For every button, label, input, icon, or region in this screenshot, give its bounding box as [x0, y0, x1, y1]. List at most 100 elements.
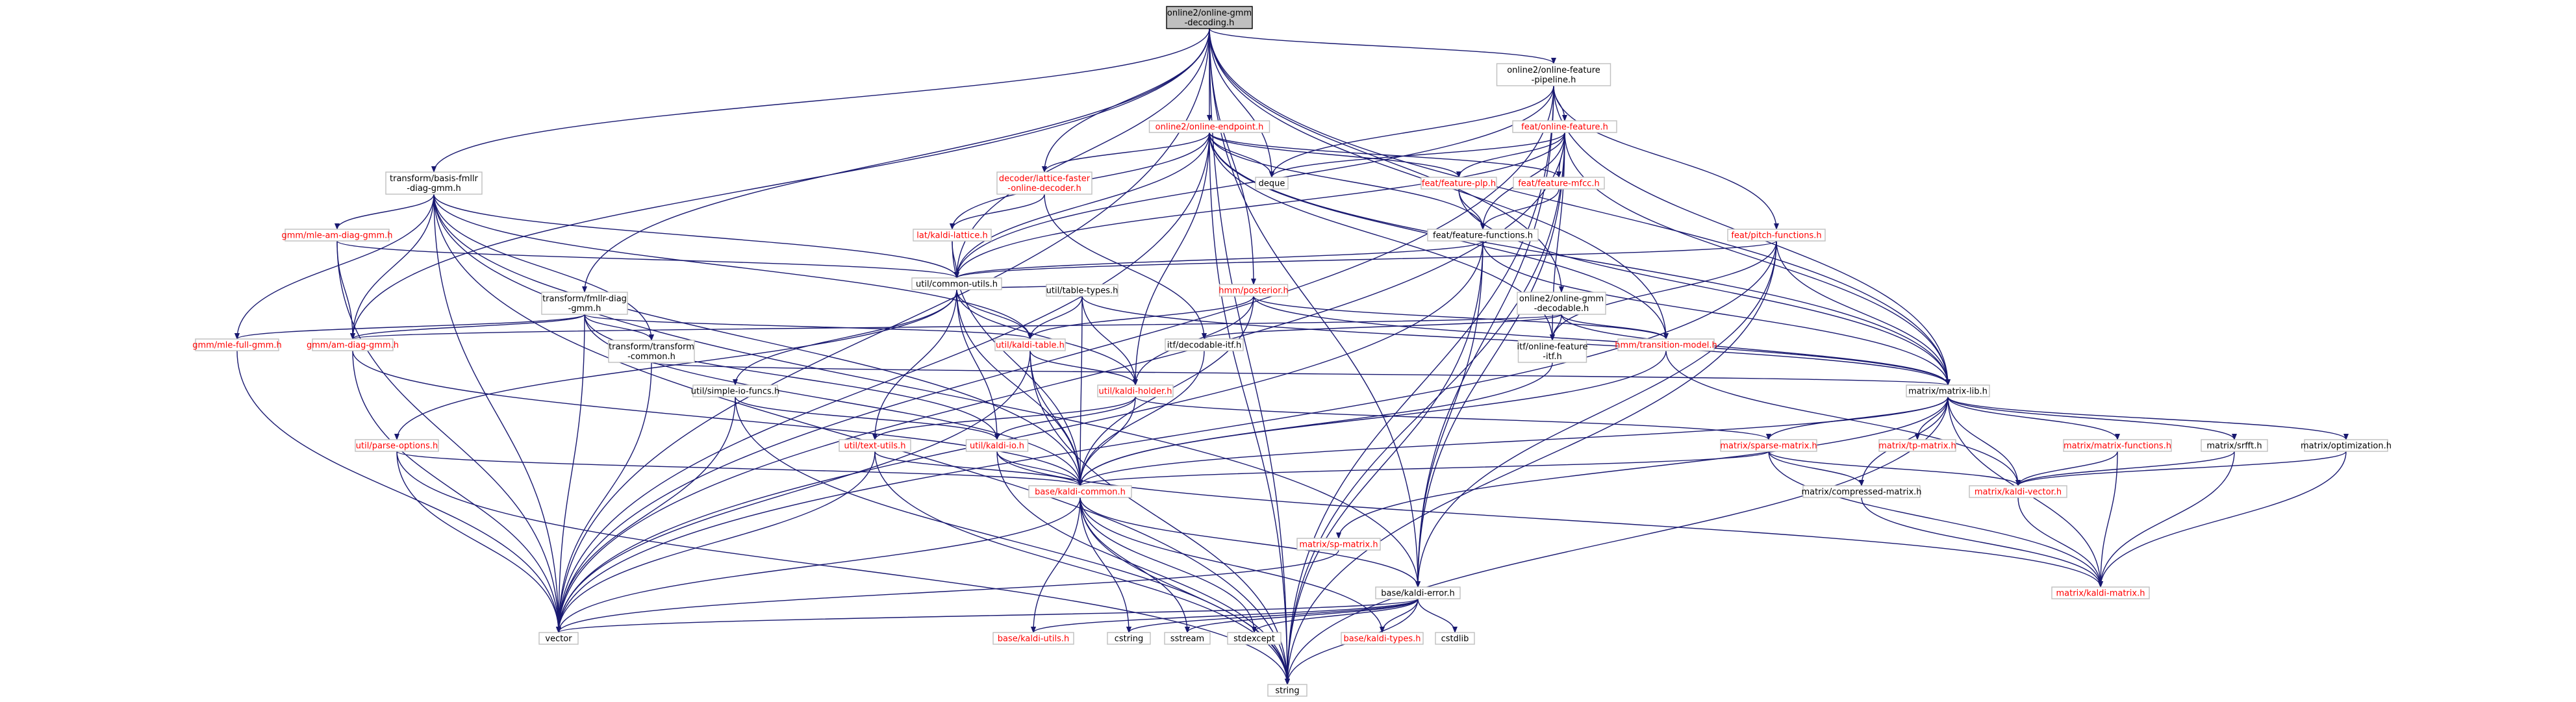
- node-itf-online[interactable]: itf/online-feature-itf.h: [1517, 340, 1588, 363]
- node-deque[interactable]: deque: [1255, 177, 1289, 190]
- node-lattice-faster[interactable]: decoder/lattice-faster-online-decoder.h: [996, 171, 1092, 195]
- node-table-types[interactable]: util/table-types.h: [1046, 284, 1118, 297]
- node-sstream[interactable]: sstream: [1164, 632, 1211, 645]
- node-vector[interactable]: vector: [538, 632, 579, 645]
- node-parse-options[interactable]: util/parse-options.h: [355, 439, 439, 452]
- edge-online_endpoint-to-deque: [1209, 132, 1274, 178]
- node-online-endpoint[interactable]: online2/online-endpoint.h: [1148, 120, 1270, 133]
- edge-basis_fmllr-to-am_diag: [350, 194, 435, 340]
- node-kaldi-error[interactable]: base/kaldi-error.h: [1375, 586, 1461, 599]
- node-matrix-functions[interactable]: matrix/matrix-functions.h: [2063, 439, 2172, 452]
- node-mle-full[interactable]: gmm/mle-full-gmm.h: [192, 338, 282, 351]
- node-text-utils[interactable]: util/text-utils.h: [839, 439, 911, 452]
- node-label: util/common-utils.h: [916, 280, 998, 290]
- edge-kaldi_common-to-kaldi_types: [1080, 497, 1385, 633]
- node-kaldi-utils[interactable]: base/kaldi-utils.h: [992, 632, 1074, 645]
- node-itf-decodable[interactable]: itf/decodable-itf.h: [1165, 338, 1244, 351]
- edge-optimization-to-kaldi_matrix: [2098, 451, 2347, 588]
- node-box: [2201, 439, 2268, 452]
- edge-root-to-feature_pipeline: [1209, 28, 1556, 64]
- node-optimization[interactable]: matrix/optimization.h: [2301, 439, 2392, 452]
- edge-basis_fmllr-to-kaldi_common: [433, 194, 1083, 486]
- edge-feature_pipeline-to-deque: [1269, 85, 1554, 178]
- node-label: -decoding.h: [1185, 18, 1235, 28]
- node-box: [1165, 338, 1244, 351]
- node-compressed-matrix[interactable]: matrix/compressed-matrix.h: [1801, 485, 1922, 498]
- node-box: [1375, 586, 1461, 599]
- edge-fmllr_diag-to-kaldi_table: [584, 314, 1033, 340]
- edge-mle_full-to-vector: [236, 350, 561, 633]
- node-feature-plp[interactable]: feat/feature-plp.h: [1421, 177, 1497, 190]
- node-transition-model[interactable]: hmm/transition-model.h: [1615, 338, 1717, 351]
- node-feature-pipeline[interactable]: online2/online-feature-pipeline.h: [1496, 63, 1611, 86]
- edge-common_utils-to-kaldi_common: [956, 289, 1083, 486]
- edge-table_types-to-matrix_lib: [1081, 295, 1951, 386]
- node-kaldi-matrix[interactable]: matrix/kaldi-matrix.h: [2051, 586, 2150, 599]
- node-box: [195, 338, 279, 351]
- edge-kaldi_common-to-kaldi_error: [1080, 497, 1421, 588]
- edge-sparse_matrix-to-compressed_matrix: [1768, 451, 1864, 486]
- node-kaldi-lattice[interactable]: lat/kaldi-lattice.h: [913, 229, 992, 242]
- node-srfft[interactable]: matrix/srfft.h: [2201, 439, 2268, 452]
- node-matrix-lib[interactable]: matrix/matrix-lib.h: [1906, 384, 1990, 397]
- node-box: [913, 229, 992, 242]
- node-label: matrix/optimization.h: [2301, 442, 2392, 451]
- node-kaldi-types[interactable]: base/kaldi-types.h: [1341, 632, 1424, 645]
- node-tp-matrix[interactable]: matrix/tp-matrix.h: [1878, 439, 1956, 452]
- node-label: sstream: [1170, 634, 1204, 644]
- node-kaldi-io[interactable]: util/kaldi-io.h: [965, 439, 1029, 452]
- node-box: [538, 632, 579, 645]
- edge-kaldi_holder-to-kaldi_common: [1078, 396, 1136, 486]
- node-label: itf/decodable-itf.h: [1167, 341, 1242, 351]
- node-cstring[interactable]: cstring: [1107, 632, 1151, 645]
- node-box: [1097, 384, 1174, 397]
- node-pitch-functions[interactable]: feat/pitch-functions.h: [1727, 229, 1826, 242]
- node-box: [355, 439, 439, 452]
- node-box: [1617, 338, 1715, 351]
- node-simple-io[interactable]: util/simple-io-funcs.h: [691, 384, 779, 397]
- node-cstdlib[interactable]: cstdlib: [1435, 632, 1475, 645]
- node-label: -decodable.h: [1534, 304, 1589, 314]
- node-posterior[interactable]: hmm/posterior.h: [1219, 284, 1289, 297]
- edge-transition_model-to-kaldi_vector: [1665, 350, 2021, 486]
- node-common-utils[interactable]: util/common-utils.h: [911, 277, 1002, 290]
- edge-kaldi_error-to-vector: [556, 598, 1419, 633]
- node-label: util/simple-io-funcs.h: [691, 387, 779, 397]
- node-label: util/text-utils.h: [844, 442, 906, 451]
- node-label: util/kaldi-holder.h: [1099, 387, 1172, 397]
- node-kaldi-common[interactable]: base/kaldi-common.h: [1028, 485, 1132, 498]
- node-mle-am[interactable]: gmm/mle-am-diag-gmm.h: [282, 229, 393, 242]
- node-root: online2/online-gmm-decoding.h: [1166, 6, 1253, 29]
- node-sparse-matrix[interactable]: matrix/sparse-matrix.h: [1720, 439, 1817, 452]
- node-fmllr-diag[interactable]: transform/fmllr-diag-gmm.h: [541, 292, 628, 315]
- node-box: [284, 229, 390, 242]
- node-sp-matrix[interactable]: matrix/sp-matrix.h: [1296, 538, 1381, 551]
- edge-srfft-to-kaldi_vector: [2015, 451, 2235, 486]
- edge-mle_am-to-vector: [336, 240, 561, 633]
- edge-pitch_functions-to-kaldi_error: [1415, 240, 1777, 588]
- node-gmm-decodable[interactable]: online2/online-gmm-decodable.h: [1517, 292, 1606, 315]
- node-box: [692, 384, 778, 397]
- node-kaldi-table[interactable]: util/kaldi-table.h: [994, 338, 1066, 351]
- node-kaldi-holder[interactable]: util/kaldi-holder.h: [1097, 384, 1174, 397]
- node-string[interactable]: string: [1267, 684, 1307, 697]
- node-online-feature[interactable]: feat/online-feature.h: [1512, 120, 1617, 133]
- node-transform-common[interactable]: transform/transform-common.h: [608, 340, 695, 363]
- edge-common_utils-to-kaldi_table: [956, 289, 1033, 340]
- node-feature-mfcc[interactable]: feat/feature-mfcc.h: [1513, 177, 1605, 190]
- edge-sparse_matrix-to-kaldi_vector: [1768, 451, 2021, 486]
- edge-root-to-am_diag: [350, 28, 1210, 340]
- node-kaldi-vector[interactable]: matrix/kaldi-vector.h: [1969, 485, 2067, 498]
- edge-root-to-matrix_lib: [1209, 28, 1951, 386]
- node-basis-fmllr[interactable]: transform/basis-fmllr-diag-gmm.h: [385, 171, 483, 195]
- node-stdexcept[interactable]: stdexcept: [1227, 632, 1282, 645]
- edge-gmm_decodable-to-am_diag: [350, 314, 1562, 340]
- node-am-diag[interactable]: gmm/am-diag-gmm.h: [307, 338, 399, 351]
- node-box: [1513, 177, 1605, 190]
- edge-kaldi_holder-to-text_utils: [872, 396, 1136, 440]
- edge-common_utils-to-parse_options: [394, 289, 957, 440]
- edge-matrix_lib-to-tp_matrix: [1915, 396, 1949, 440]
- node-feature-functions[interactable]: feat/feature-functions.h: [1427, 229, 1539, 242]
- edge-kaldi_holder-to-sparse_matrix: [1135, 396, 1771, 440]
- edge-kaldi_common-to-stdexcept: [1080, 497, 1257, 633]
